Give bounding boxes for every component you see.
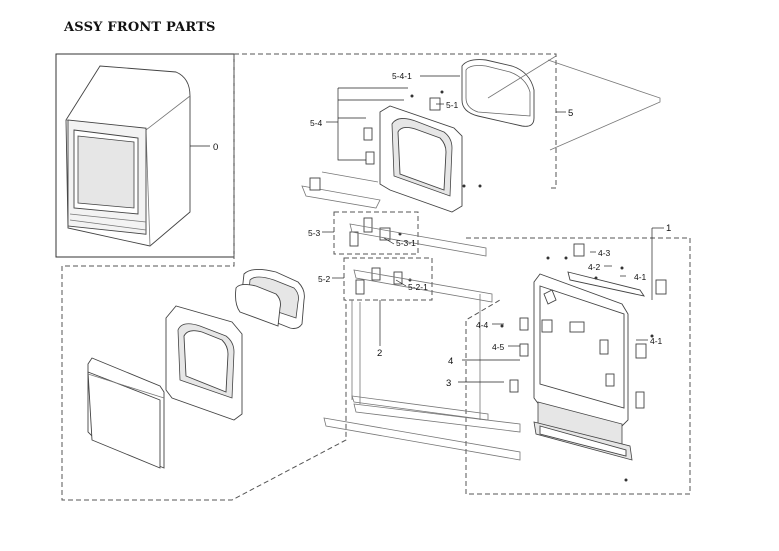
callout-5-3: 5-3: [308, 228, 321, 238]
door-gasket-parts: [235, 269, 305, 329]
callout-4: 4: [448, 356, 453, 367]
assembly-reference-box: [55, 53, 235, 258]
callout-5-1: 5-1: [446, 100, 459, 110]
front-gasket-part: [461, 59, 535, 127]
callout-4-1-top: 4-1: [634, 272, 647, 282]
front-assy-group-box: [61, 53, 557, 501]
callout-4-4: 4-4: [476, 320, 489, 330]
callout-2: 2: [377, 348, 382, 359]
callout-5: 5: [568, 108, 573, 119]
callout-5-2-1: 5-2-1: [408, 282, 428, 292]
front-panel-part: [301, 105, 463, 213]
callout-0: 0: [213, 142, 218, 153]
diagram-title: ASSY FRONT PARTS: [64, 20, 216, 35]
callout-1: 1: [666, 223, 671, 234]
leader-lines: [190, 75, 664, 383]
callout-4-1-side: 4-1: [650, 336, 663, 346]
control-panel-assy-part: [500, 243, 667, 482]
callout-5-4-1: 5-4-1: [392, 71, 412, 81]
callout-labels: 0 5-4-1 5-1 5-4 5 5-3 5-3-1 5-2 5-2-1 2 …: [213, 71, 671, 389]
hinge-small-parts: [309, 90, 482, 295]
door-frame-part: [165, 305, 243, 421]
callout-5-3-1: 5-3-1: [396, 238, 416, 248]
door-glass-panel: [87, 357, 165, 469]
callout-3: 3: [446, 378, 451, 389]
perspective-guides: [323, 55, 661, 461]
callout-4-2: 4-2: [588, 262, 601, 272]
sub-group-boxes: [333, 211, 433, 301]
door-group-box: [465, 237, 691, 495]
callout-4-5: 4-5: [492, 342, 505, 352]
callout-4-3: 4-3: [598, 248, 611, 258]
callout-5-4: 5-4: [310, 118, 323, 128]
callout-5-2: 5-2: [318, 274, 331, 284]
